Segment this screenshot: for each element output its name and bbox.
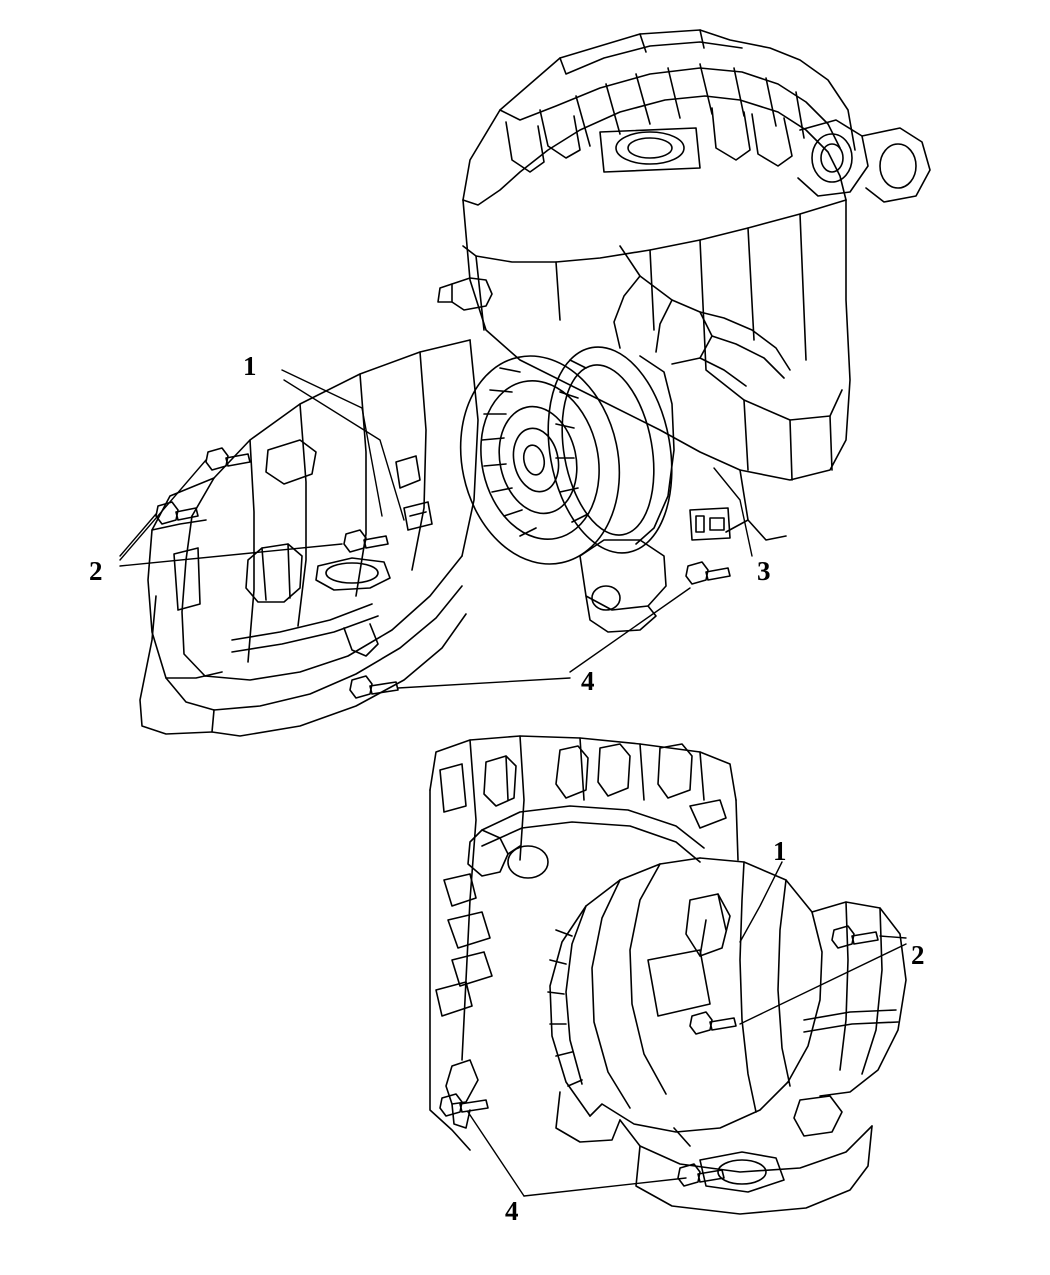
callout-3-upper: 3: [757, 556, 771, 586]
callout-2-lower: 2: [911, 940, 925, 970]
callout-2-upper: 2: [89, 556, 103, 586]
engine-assembly-upper: [437, 29, 931, 541]
callout-1-lower: 1: [773, 836, 787, 866]
leader-lines-lower: [467, 861, 907, 1197]
callout-4-lower: 4: [505, 1196, 519, 1226]
callout-4-upper: 4: [581, 666, 595, 696]
bolts-lower: [439, 925, 879, 1187]
leader-lines-upper: [119, 369, 753, 689]
torque-converter-upper: [459, 346, 675, 565]
callout-1-upper: 1: [243, 351, 257, 381]
transmission-upper: [139, 339, 479, 737]
transmission-assembly-lower: [429, 735, 907, 1215]
bolts-upper: [155, 447, 731, 699]
